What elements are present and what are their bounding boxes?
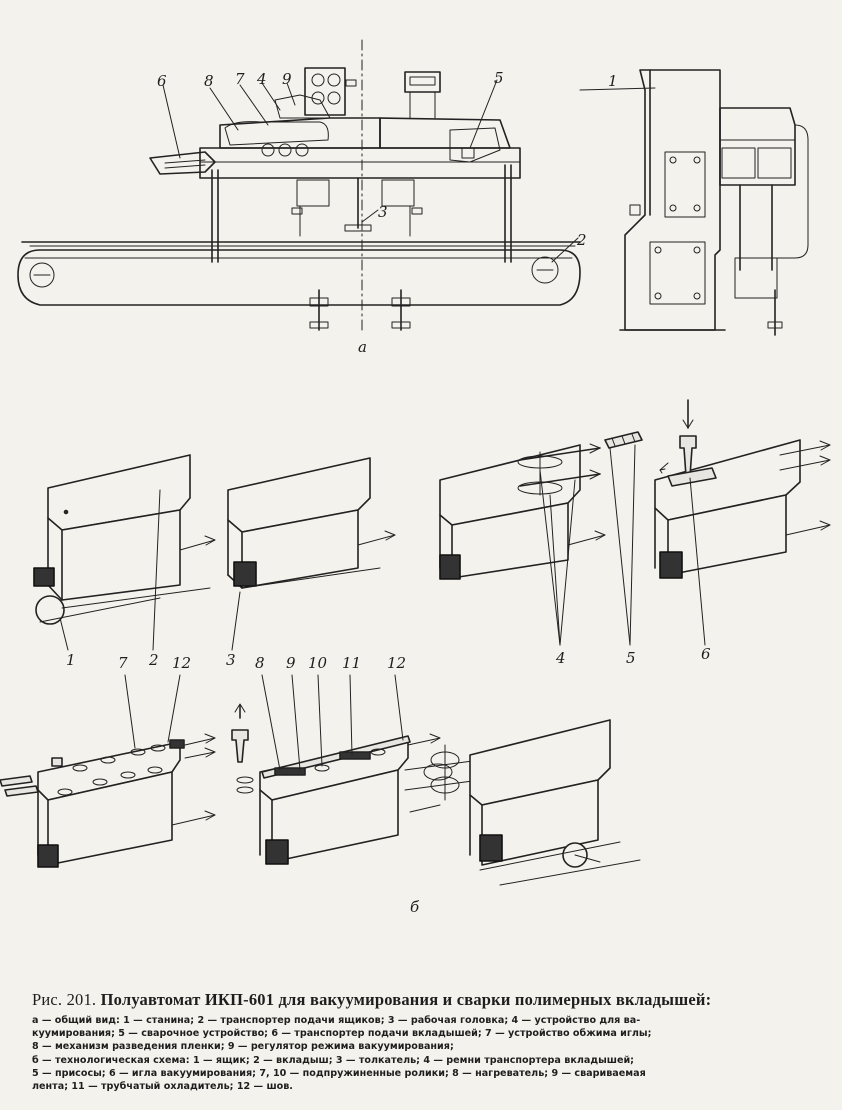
- caption-title-text: Полуавтомат ИКП-601 для вакуумирования и…: [100, 990, 712, 1009]
- scheme-stage-1: [33, 454, 216, 651]
- scheme-stage-3: [439, 431, 643, 646]
- callout-b-2: 2: [148, 651, 159, 669]
- callout-a-3: 3: [378, 203, 388, 221]
- callout-b-11: 11: [342, 654, 361, 672]
- callout-b-9: 9: [286, 654, 296, 672]
- callout-a-7: 7: [235, 70, 245, 88]
- callout-a-6: 6: [157, 72, 167, 90]
- scheme-stage-2: [227, 457, 396, 651]
- view-a-label: а: [358, 338, 367, 356]
- callout-a-8: 8: [204, 72, 214, 90]
- technical-drawing: а 1 2 3 4 5 6 7 8 9 1 2 3 4 5 6 7 8 9 10…: [0, 39, 831, 916]
- caption-line: а — общий вид: 1 — станина; 2 — транспор…: [32, 1015, 641, 1026]
- caption-title: Рис. 201. Полуавтомат ИКП-601 для вакуум…: [32, 990, 812, 1010]
- figure-number: Рис. 201.: [32, 990, 97, 1009]
- caption-line: лента; 11 — трубчатый охладитель; 12 — ш…: [32, 1081, 293, 1093]
- callout-b-10: 10: [308, 654, 328, 672]
- caption-line: 8 — механизм разведения пленки; 9 — регу…: [32, 1041, 454, 1053]
- callout-b-12-left: 12: [172, 654, 191, 672]
- callout-b-3: 3: [226, 651, 236, 669]
- callout-b-6: 6: [701, 645, 711, 663]
- callout-b-1: 1: [66, 651, 76, 669]
- callout-a-9: 9: [282, 70, 292, 88]
- callout-labels: а 1 2 3 4 5 6 7 8 9 1 2 3 4 5 6 7 8 9 10…: [66, 69, 711, 916]
- general-view-side: [579, 69, 809, 336]
- callout-b-5: 5: [626, 649, 636, 667]
- scheme-stage-7: [469, 719, 641, 886]
- callout-a-1: 1: [608, 72, 618, 90]
- figure-caption: Рис. 201. Полуавтомат ИКП-601 для вакуум…: [32, 990, 812, 1093]
- caption-line: 5 — присосы; 6 — игла вакуумирования; 7,…: [32, 1067, 646, 1079]
- general-view-front: [17, 39, 581, 331]
- callout-b-8: 8: [255, 654, 265, 672]
- caption-line: б — технологическая схема: 1 — ящик; 2 —…: [32, 1054, 635, 1066]
- callout-b-7: 7: [118, 654, 128, 672]
- caption-line: куумирования; 5 — сварочное устройство; …: [32, 1028, 652, 1040]
- scheme-stage-4: [654, 399, 831, 646]
- callout-a-2: 2: [576, 231, 587, 249]
- callout-a-5: 5: [494, 69, 504, 87]
- scheme-stage-5: [0, 674, 216, 868]
- scheme-stage-6: [231, 674, 481, 865]
- callout-a-4: 4: [256, 70, 267, 88]
- callout-b-4: 4: [555, 649, 566, 667]
- view-b-label: б: [410, 898, 420, 916]
- callout-b-12-right: 12: [387, 654, 406, 672]
